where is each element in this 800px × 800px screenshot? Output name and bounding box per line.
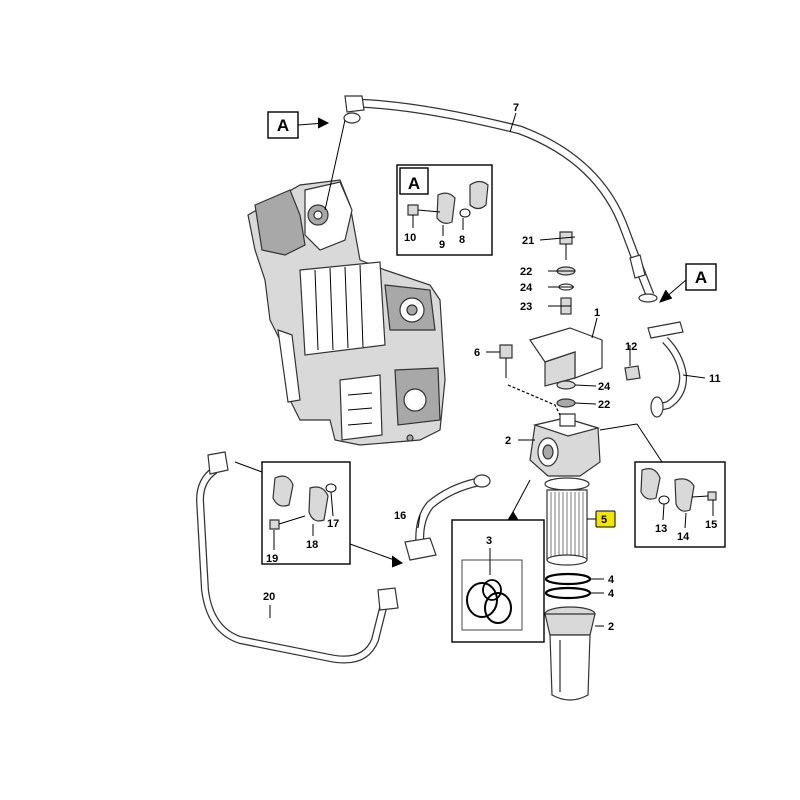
bolt-6 <box>499 344 561 416</box>
callout-23: 23 <box>520 301 532 313</box>
callout-labels: 7 21 22 24 23 1 6 24 22 2 12 11 5 4 4 2 … <box>263 102 721 633</box>
callout-14: 14 <box>677 531 690 543</box>
leader-lines <box>269 112 714 627</box>
fitting-12 <box>624 365 641 381</box>
callout-11: 11 <box>709 373 721 385</box>
o-rings <box>544 572 592 600</box>
callout-12: 12 <box>625 341 637 353</box>
callout-24-lower: 24 <box>598 381 611 393</box>
callout-20: 20 <box>263 591 275 603</box>
callout-4-upper: 4 <box>608 574 615 586</box>
filter-head <box>529 413 601 477</box>
callout-13: 13 <box>655 523 667 535</box>
pipe-20 <box>195 451 399 664</box>
callout-9: 9 <box>439 239 445 251</box>
callout-24-upper: 24 <box>520 282 533 294</box>
callout-16: 16 <box>394 510 406 522</box>
callout-2-bowl: 2 <box>608 621 614 633</box>
callout-22-upper: 22 <box>520 266 532 278</box>
callout-4-lower: 4 <box>608 588 615 600</box>
callout-1: 1 <box>594 307 600 319</box>
callout-3: 3 <box>486 535 492 547</box>
callout-15: 15 <box>705 519 717 531</box>
callout-21: 21 <box>522 235 534 247</box>
view-marker-a-topleft: A <box>267 111 346 211</box>
callout-19: 19 <box>266 553 278 565</box>
view-marker-a-topleft-label: A <box>277 116 289 135</box>
callout-22-lower: 22 <box>598 399 610 411</box>
callout-18: 18 <box>306 539 318 551</box>
view-marker-a-detail-label: A <box>408 174 420 193</box>
view-marker-a-right: A <box>659 263 717 303</box>
clamp-detail-box-left <box>234 461 404 568</box>
callout-2-head: 2 <box>505 435 511 447</box>
filter-bowl <box>544 606 596 701</box>
callout-8: 8 <box>459 234 465 246</box>
clamp-detail-box-right <box>599 423 726 548</box>
filter-element <box>544 477 590 566</box>
hose-16 <box>404 474 491 561</box>
transmission-housing <box>247 179 446 446</box>
clamp-detail-box-a <box>396 164 493 256</box>
callout-7: 7 <box>513 102 519 114</box>
callout-17: 17 <box>327 518 339 530</box>
callout-6: 6 <box>474 347 480 359</box>
view-marker-a-right-label: A <box>695 268 707 287</box>
pipe-11 <box>647 321 688 418</box>
callout-10: 10 <box>404 232 416 244</box>
callout-5-highlight <box>595 510 616 528</box>
bracket-1 <box>529 327 603 387</box>
hose-7 <box>343 95 658 303</box>
view-marker-a-detail: A <box>408 174 420 193</box>
seal-kit-box <box>451 479 545 643</box>
callout-5: 5 <box>601 514 607 526</box>
